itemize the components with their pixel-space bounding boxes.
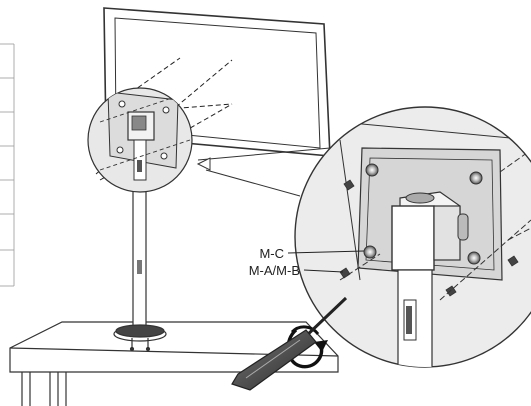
screwdriver-icon [231, 296, 348, 391]
label-mc: M-C [259, 246, 284, 261]
label-mab: M-A/M-B [249, 263, 300, 278]
small-detail-circle [87, 87, 193, 193]
desk [9, 321, 339, 406]
background-ruled-panel [0, 43, 15, 287]
label-leaders [287, 250, 365, 273]
zoom-callout-arrow [196, 147, 331, 197]
mount-pole [113, 189, 167, 352]
large-detail-circle [294, 106, 531, 368]
